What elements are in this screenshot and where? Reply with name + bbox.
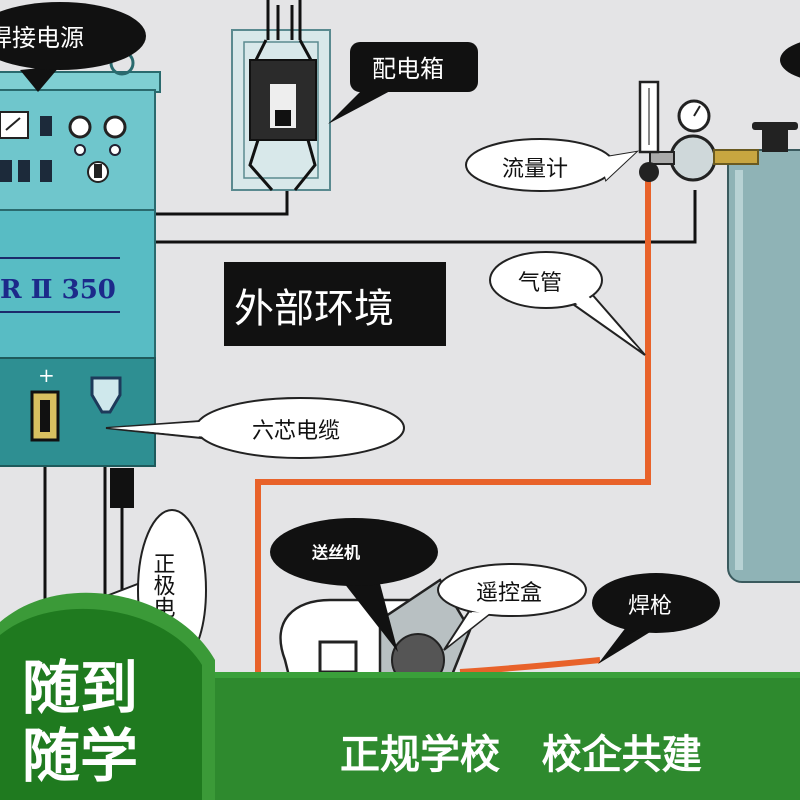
callout-distribution-box: 配电箱	[328, 42, 478, 124]
label-environment: 外部环境	[234, 286, 394, 332]
meter-icon	[0, 111, 29, 139]
box-cable	[150, 190, 289, 216]
flowmeter-device	[638, 80, 660, 182]
welding-machine: R Ⅱ 350 +	[0, 50, 161, 508]
knob-icon	[103, 115, 127, 139]
label-power-source: 焊接电源	[0, 24, 84, 52]
gas-cylinder	[727, 122, 800, 583]
callout-gas-hose: 气管	[489, 251, 646, 356]
switch-icon	[18, 160, 30, 182]
cylinder-valve-icon	[762, 126, 788, 152]
model-badge: R Ⅱ 350	[0, 275, 116, 305]
callout-torch: 焊枪	[592, 573, 720, 664]
ground-plug-icon	[110, 468, 134, 508]
label-positive-lead: 正极电	[150, 552, 176, 618]
indicator-light-icon	[74, 144, 86, 156]
label-gas-hose: 气管	[518, 271, 562, 296]
callout-offscreen	[780, 42, 800, 78]
switch-icon	[0, 160, 12, 182]
label-flowmeter: 流量计	[502, 157, 568, 182]
label-remote-box: 遥控盒	[476, 581, 542, 606]
label-six-core-cable: 六芯电缆	[252, 419, 340, 444]
badge-line1: 随到	[22, 654, 138, 722]
slogan: 正规学校 校企共建	[340, 732, 702, 778]
label-torch: 焊枪	[628, 594, 672, 619]
label-wire-feeder: 送丝机	[311, 543, 360, 562]
gas-hose-line	[255, 180, 651, 680]
environment-box: 外部环境	[224, 262, 446, 346]
distribution-box	[231, 0, 331, 191]
power-cable	[150, 190, 697, 244]
callout-remote-box: 遥控盒	[437, 563, 587, 651]
six-core-socket-icon	[90, 376, 122, 414]
callout-wire-feeder: 送丝机	[270, 518, 438, 652]
callout-flowmeter: 流量计	[465, 138, 640, 192]
label-distribution-box: 配电箱	[372, 55, 444, 83]
switch-icon	[40, 116, 52, 136]
regulator	[649, 99, 759, 182]
bottom-banner: 随到 随学 正规学校 校企共建	[0, 592, 800, 800]
callout-six-core-cable: 六芯电缆	[105, 397, 405, 459]
indicator-light-icon	[109, 144, 121, 156]
switch-icon	[40, 160, 52, 182]
plus-sign: +	[38, 363, 55, 387]
callout-power-source: 焊接电源	[0, 2, 146, 92]
knob-icon	[68, 115, 92, 139]
badge-line2: 随学	[22, 722, 138, 790]
